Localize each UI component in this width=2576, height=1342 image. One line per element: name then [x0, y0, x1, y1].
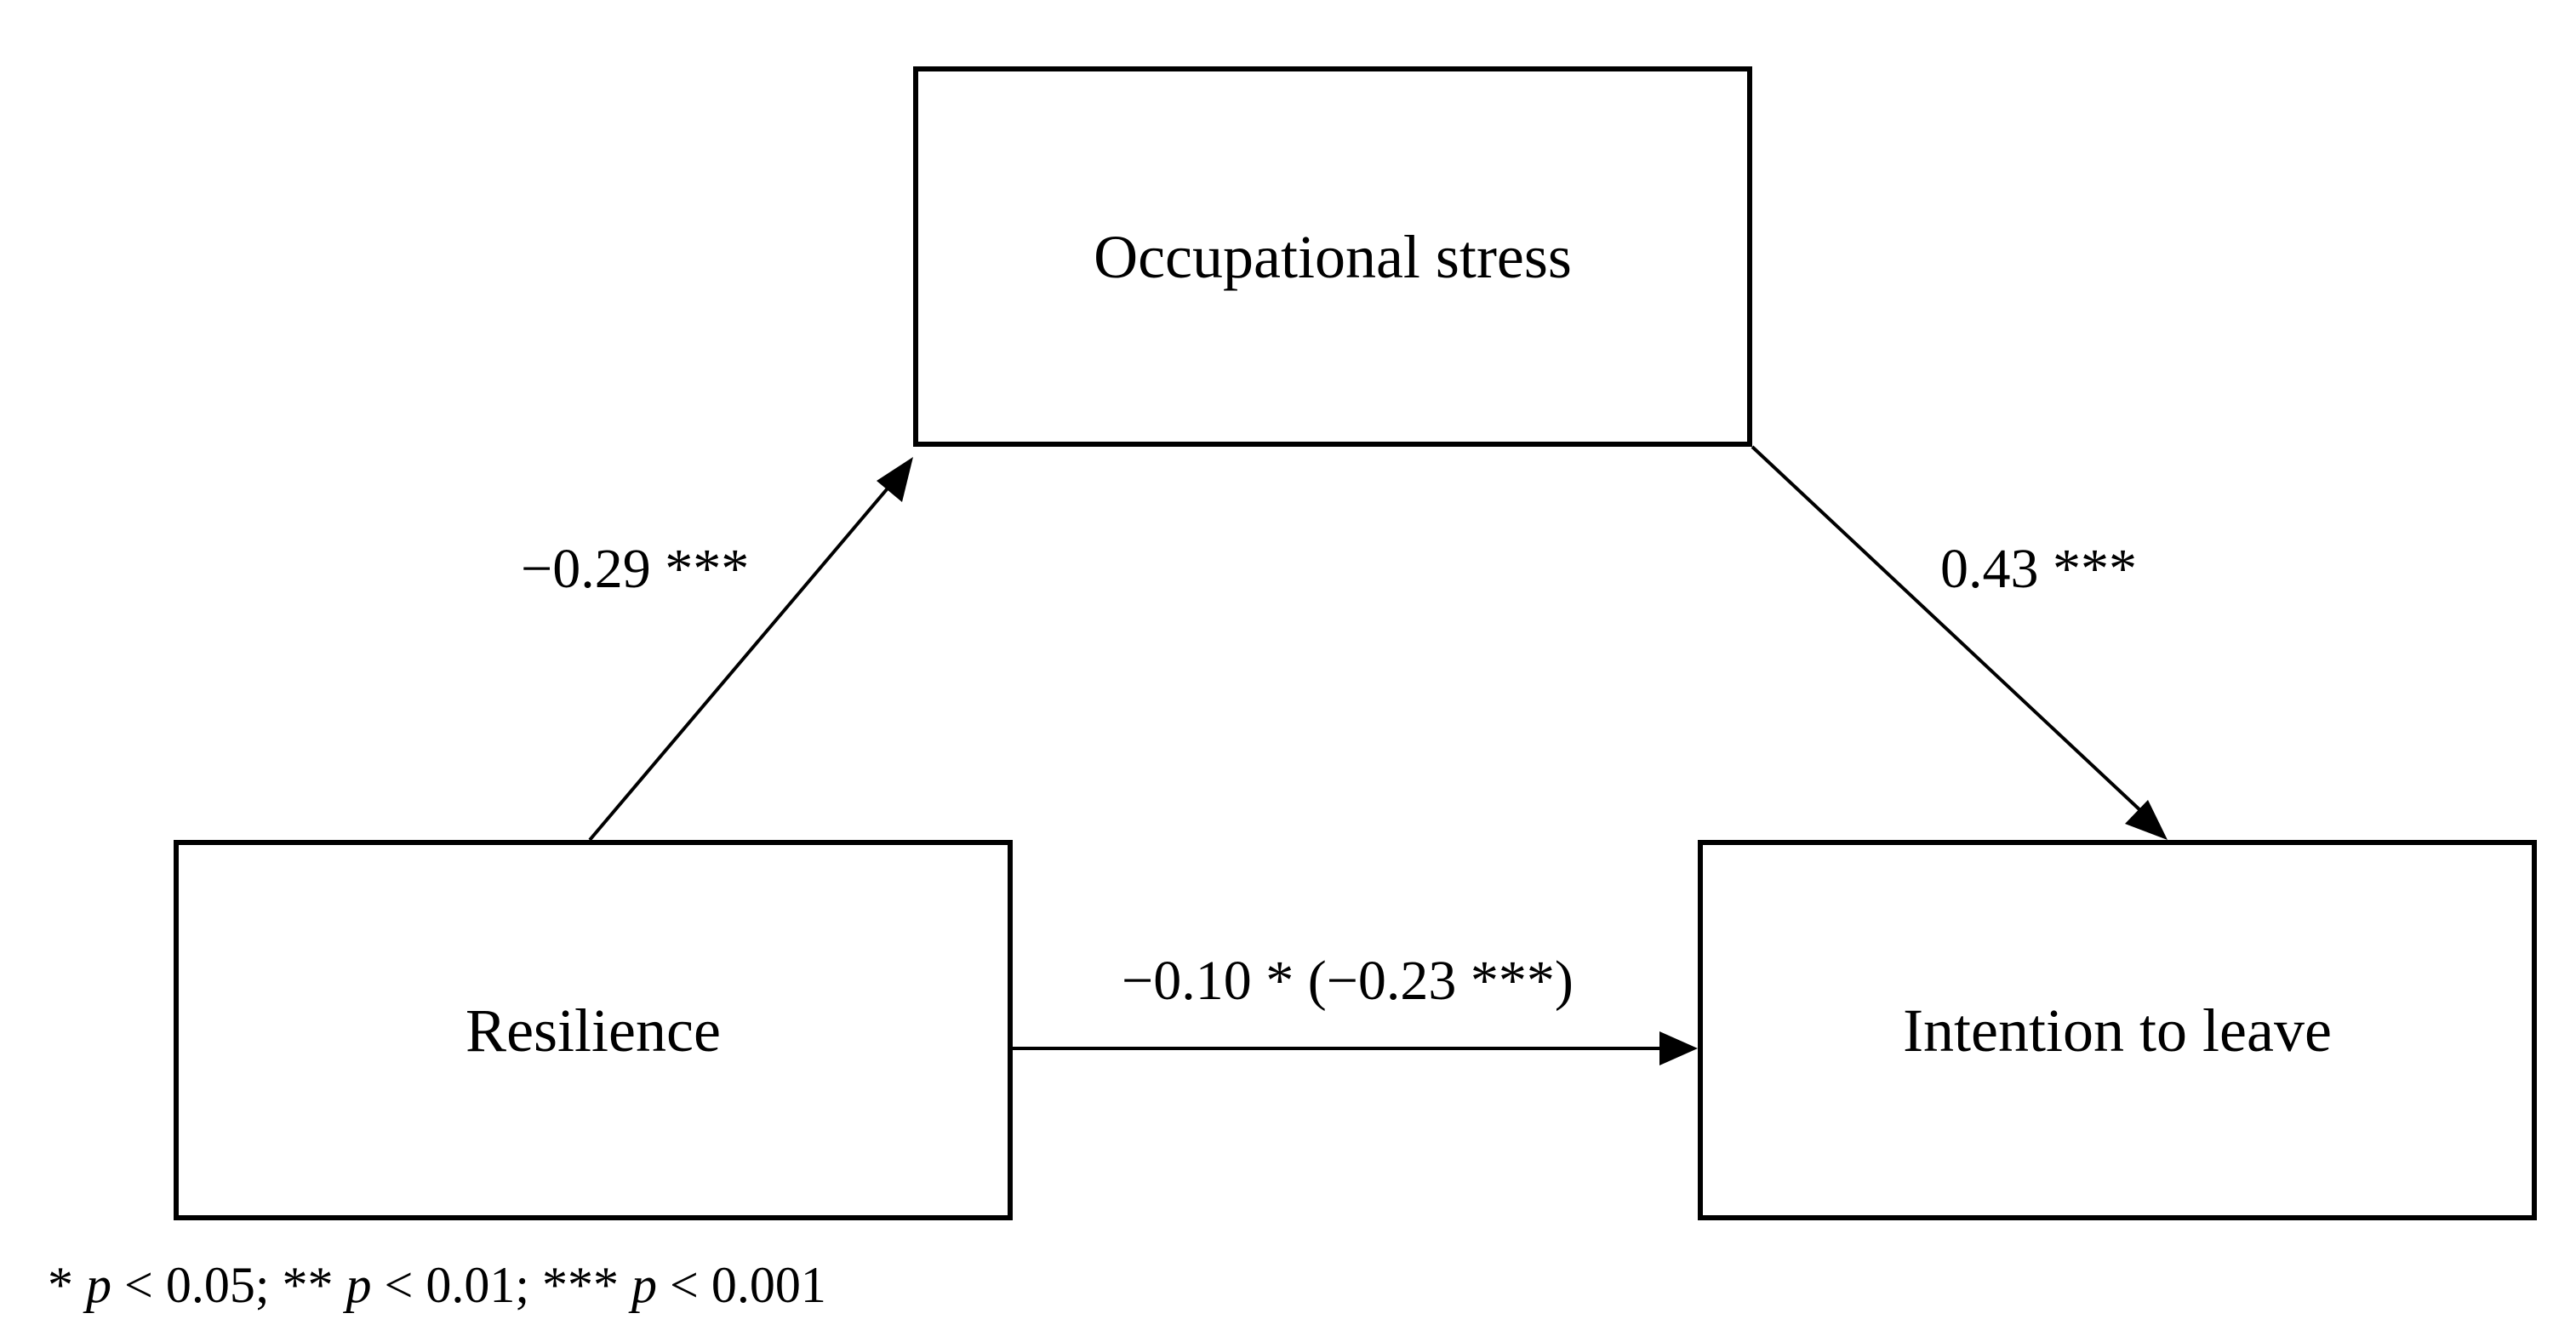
footnote-part-4: < 0.001 — [657, 1257, 826, 1313]
significance-footnote: * p < 0.05; ** p < 0.01; *** p < 0.001 — [48, 1259, 826, 1311]
coefficient-label-c-path: −0.10 * (−0.23 ***) — [1122, 950, 1574, 1012]
footnote-p-symbol-2: p — [346, 1257, 372, 1313]
node-occupational-stress: Occupational stress — [913, 66, 1752, 447]
node-resilience: Resilience — [174, 840, 1013, 1220]
arrow-mediator-to-outcome — [1751, 445, 2145, 814]
coefficient-label-b-path: 0.43 *** — [1940, 538, 2137, 600]
node-label-occupational-stress: Occupational stress — [1094, 222, 1572, 291]
arrowhead-predictor-to-mediator — [877, 457, 913, 502]
footnote-p-symbol-1: p — [86, 1257, 111, 1313]
node-intention-to-leave: Intention to leave — [1698, 840, 2537, 1220]
footnote-part-3: < 0.01; *** — [371, 1257, 632, 1313]
footnote-part-2: < 0.05; ** — [111, 1257, 346, 1313]
arrowhead-mediator-to-outcome — [2125, 800, 2168, 840]
footnote-part-1: * — [48, 1257, 86, 1313]
arrowhead-predictor-to-outcome — [1659, 1031, 1698, 1065]
coefficient-label-a-path: −0.29 *** — [521, 538, 750, 600]
node-label-intention-to-leave: Intention to leave — [1903, 996, 2332, 1065]
node-label-resilience: Resilience — [466, 996, 721, 1065]
footnote-p-symbol-3: p — [631, 1257, 658, 1313]
arrow-predictor-to-mediator — [588, 482, 894, 842]
